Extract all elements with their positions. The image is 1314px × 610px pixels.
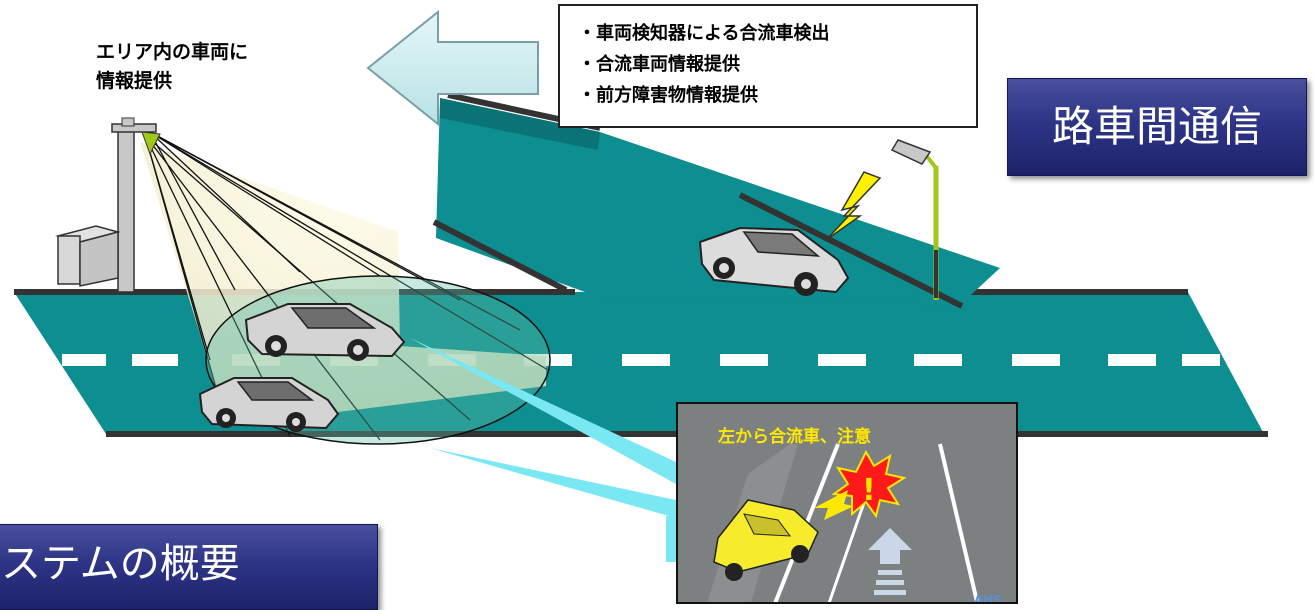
road-to-vehicle-badge: 路車間通信 — [1007, 78, 1307, 176]
car-main-2 — [198, 377, 340, 432]
function-item-detection: ・車両検知器による合流車検出 — [578, 23, 830, 44]
merge-ramp-shade — [440, 98, 600, 150]
forward-arrow-icon — [868, 528, 912, 595]
system-overview-badge: システムの概要 — [0, 524, 378, 610]
area-info-line-2: 情報提供 — [96, 70, 173, 92]
merging-car-icon — [713, 499, 819, 581]
display-graphic: ! AHS — [678, 404, 1016, 604]
explosion-warning-icon — [831, 449, 907, 519]
callout-lower — [430, 448, 676, 518]
exclamation-mark: ! — [862, 473, 876, 508]
area-info-line-1: エリア内の車両に — [96, 41, 249, 63]
control-cabinet — [55, 225, 121, 287]
beam-lines — [144, 131, 549, 441]
car-merging — [698, 226, 850, 296]
merge-warning-text: 左から合流車、注意 — [718, 427, 871, 447]
function-item-obstacle-info: ・前方障害物情報提供 — [578, 85, 758, 106]
callout-upper — [410, 338, 676, 484]
ramp-edge-merge — [738, 192, 964, 309]
in-vehicle-display: 左から合流車、注意 ! AHS — [676, 402, 1018, 604]
callout-tab — [666, 516, 676, 562]
vehicle-detector — [890, 139, 939, 300]
function-list-box: ・車両検知器による合流車検出 ・合流車両情報提供 ・前方障害物情報提供 — [558, 4, 978, 128]
ahs-logo: AHS — [974, 593, 1002, 604]
car-main-1 — [244, 303, 406, 361]
lane-line-right — [938, 443, 980, 602]
merge-arrow-icon — [814, 490, 854, 520]
function-item-merge-info: ・合流車両情報提供 — [578, 54, 740, 75]
area-info-label: エリア内の車両に 情報提供 — [96, 38, 248, 96]
sensor-pole — [111, 117, 161, 293]
ramp-edge-lower — [432, 219, 568, 293]
info-arrow — [366, 9, 539, 127]
lightning-bolt-icon — [825, 171, 882, 241]
